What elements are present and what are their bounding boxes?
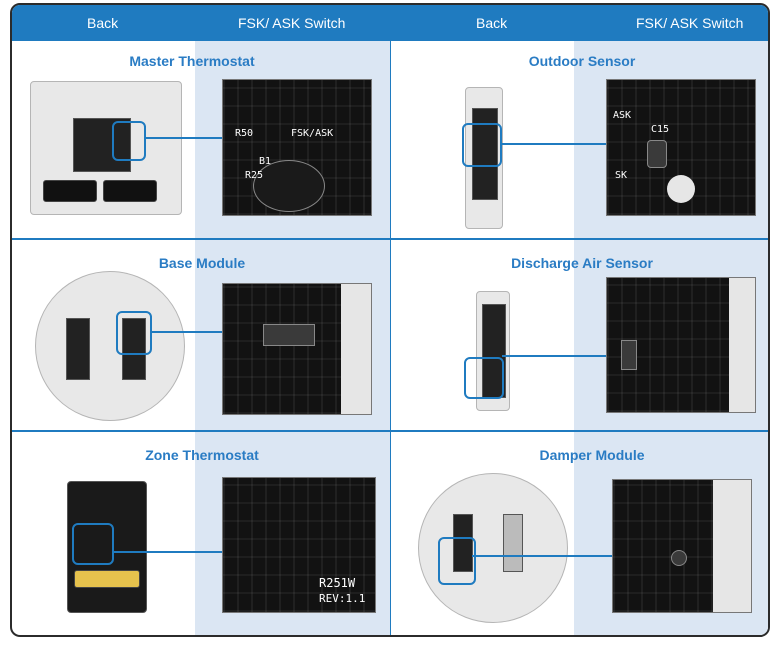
discharge-sensor-back-image [476,291,510,411]
header-switch-right: FSK/ ASK Switch [636,15,744,31]
zone-thermostat-back-image [67,481,147,613]
label-rev: REV:1.1 [319,592,366,605]
base-module-back-image [35,271,185,421]
cell-title-damper-module: Damper Module [539,447,645,463]
zone-highlight [72,523,114,565]
master-highlight [112,121,146,161]
center-divider [390,5,391,635]
label-sk: SK [615,170,628,181]
label-r50: R50 [235,128,254,139]
row-divider-2 [12,430,768,432]
outdoor-switch-photo: ASK SK C15 [606,79,756,216]
base-switch-photo [222,283,372,415]
damper-highlight [438,537,476,585]
product-grid-frame: Back FSK/ ASK Switch Back FSK/ ASK Switc… [10,3,770,637]
cell-title-discharge-air-sensor: Discharge Air Sensor [511,255,653,271]
label-r25: R25 [245,170,264,181]
master-thermostat-back-image [30,81,182,215]
header-switch-left: FSK/ ASK Switch [238,15,346,31]
label-r251w: R251W [319,576,356,590]
discharge-highlight [464,357,504,399]
damper-arrow [472,549,628,563]
discharge-switch-photo [606,277,756,413]
header-right: Back FSK/ ASK Switch [391,5,768,41]
label-ask: ASK [613,110,632,121]
master-switch-photo: FSK/ASK R50 B1 R25 [222,79,372,216]
header-left: Back FSK/ ASK Switch [12,5,390,41]
header-back-right: Back [476,15,508,31]
damper-module-back-image [418,473,568,623]
zone-switch-photo: R251W REV:1.1 [222,477,376,613]
label-b1: B1 [259,156,272,167]
cell-title-outdoor-sensor: Outdoor Sensor [528,53,636,69]
label-c15: C15 [651,124,670,135]
header-back-left: Back [87,15,119,31]
label-fsk-ask: FSK/ASK [291,128,334,139]
row-divider-1 [12,238,768,240]
base-highlight [116,311,152,355]
outdoor-highlight [462,123,502,167]
damper-switch-photo [612,479,752,613]
cell-title-zone-thermostat: Zone Thermostat [145,447,259,463]
cell-title-base-module: Base Module [158,255,246,271]
cell-title-master-thermostat: Master Thermostat [129,53,255,69]
